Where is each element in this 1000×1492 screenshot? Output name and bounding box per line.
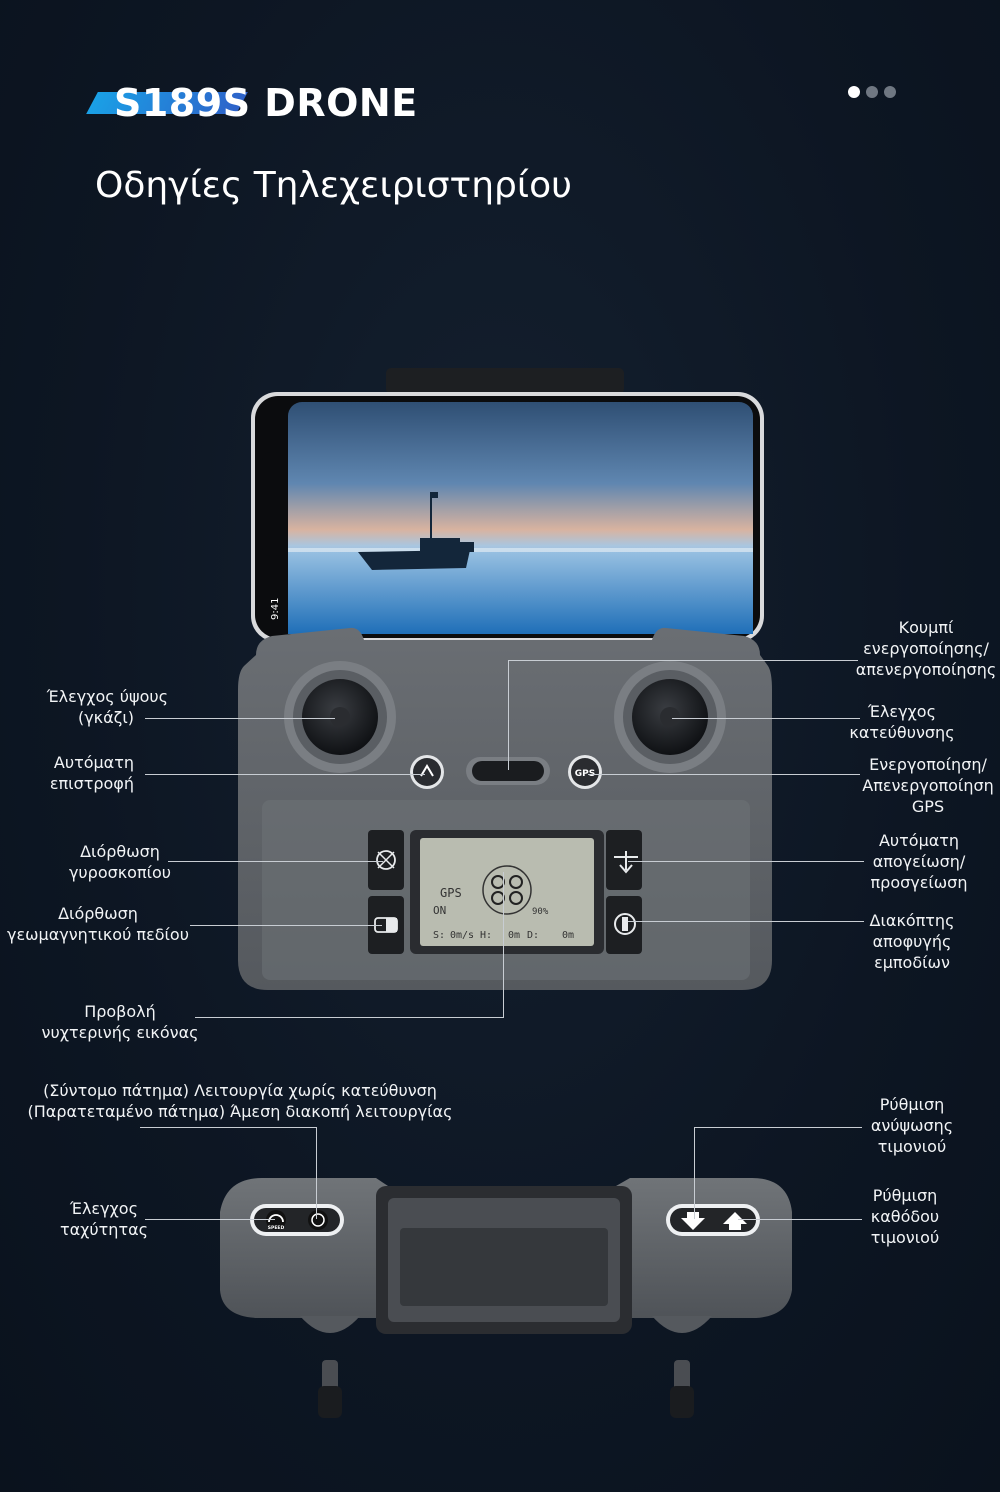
lcd-on: ON	[433, 904, 446, 917]
leader-compass	[190, 925, 382, 926]
gps-button-label: GPS	[575, 769, 595, 779]
carousel-dot-2[interactable]	[866, 86, 878, 98]
phone-clamp	[386, 368, 624, 394]
drone-icon	[491, 875, 523, 905]
leader-headless-v	[316, 1127, 317, 1219]
leader-rth	[145, 774, 425, 775]
lcd-speed-value: 0m/s	[450, 930, 474, 941]
trim-up-icon[interactable]	[723, 1212, 747, 1230]
boat-icon	[358, 492, 474, 570]
brand-title: S189S DRONE	[114, 81, 418, 125]
leader-power-h	[508, 660, 858, 661]
leader-obstacle	[628, 921, 864, 922]
lcd-gps: GPS	[440, 886, 462, 900]
phone-time: 9:41	[270, 598, 281, 620]
return-home-button[interactable]	[413, 758, 441, 786]
leader-gyro	[168, 861, 383, 862]
leader-gps	[588, 774, 860, 775]
brand-logo: S189S DRONE	[86, 78, 422, 128]
leader-headless-h	[140, 1127, 316, 1128]
speed-button[interactable]	[266, 1210, 286, 1230]
label-throttle: Έλεγχος ύψους(γκάζι)	[46, 687, 168, 727]
lcd-height-label: H:	[480, 930, 492, 941]
trim-down-icon[interactable]	[681, 1212, 705, 1230]
leader-direction	[672, 718, 860, 719]
label-headless: (Σύντομο πάτημα) Λειτουργία χωρίς κατεύθ…	[27, 1081, 453, 1121]
lcd-distance-value: 0m	[562, 930, 574, 941]
leader-throttle	[145, 718, 335, 719]
carousel-dot-3[interactable]	[884, 86, 896, 98]
lcd-speed-label: S:	[433, 930, 445, 941]
lcd-screen	[420, 838, 594, 946]
gps-button[interactable]	[571, 758, 599, 786]
leader-speed	[145, 1219, 275, 1220]
takeoff-landing-icon[interactable]	[614, 851, 638, 874]
carousel-dot-1[interactable]	[848, 86, 860, 98]
leader-trim-down	[738, 1219, 862, 1220]
leader-night-h	[195, 1017, 503, 1018]
leader-power-v	[508, 660, 509, 770]
leader-takeoff	[628, 861, 864, 862]
leader-trim-up-h	[694, 1127, 862, 1128]
lcd-percent: 90%	[532, 907, 549, 917]
lcd-height-value: 0m	[508, 930, 520, 941]
leader-trim-up-v	[694, 1127, 695, 1219]
leader-night-v	[503, 872, 504, 1018]
headless-stop-button[interactable]	[308, 1210, 328, 1230]
obstacle-avoidance-icon[interactable]	[614, 913, 636, 935]
page-title: Οδηγίες Τηλεχειριστηρίου	[95, 165, 572, 206]
lcd-distance-label: D:	[527, 930, 539, 941]
speed-button-label: SPEED	[268, 1225, 285, 1231]
gyro-calibration-icon[interactable]	[376, 850, 396, 870]
power-switch[interactable]	[472, 761, 544, 781]
carousel-dots	[848, 86, 896, 98]
